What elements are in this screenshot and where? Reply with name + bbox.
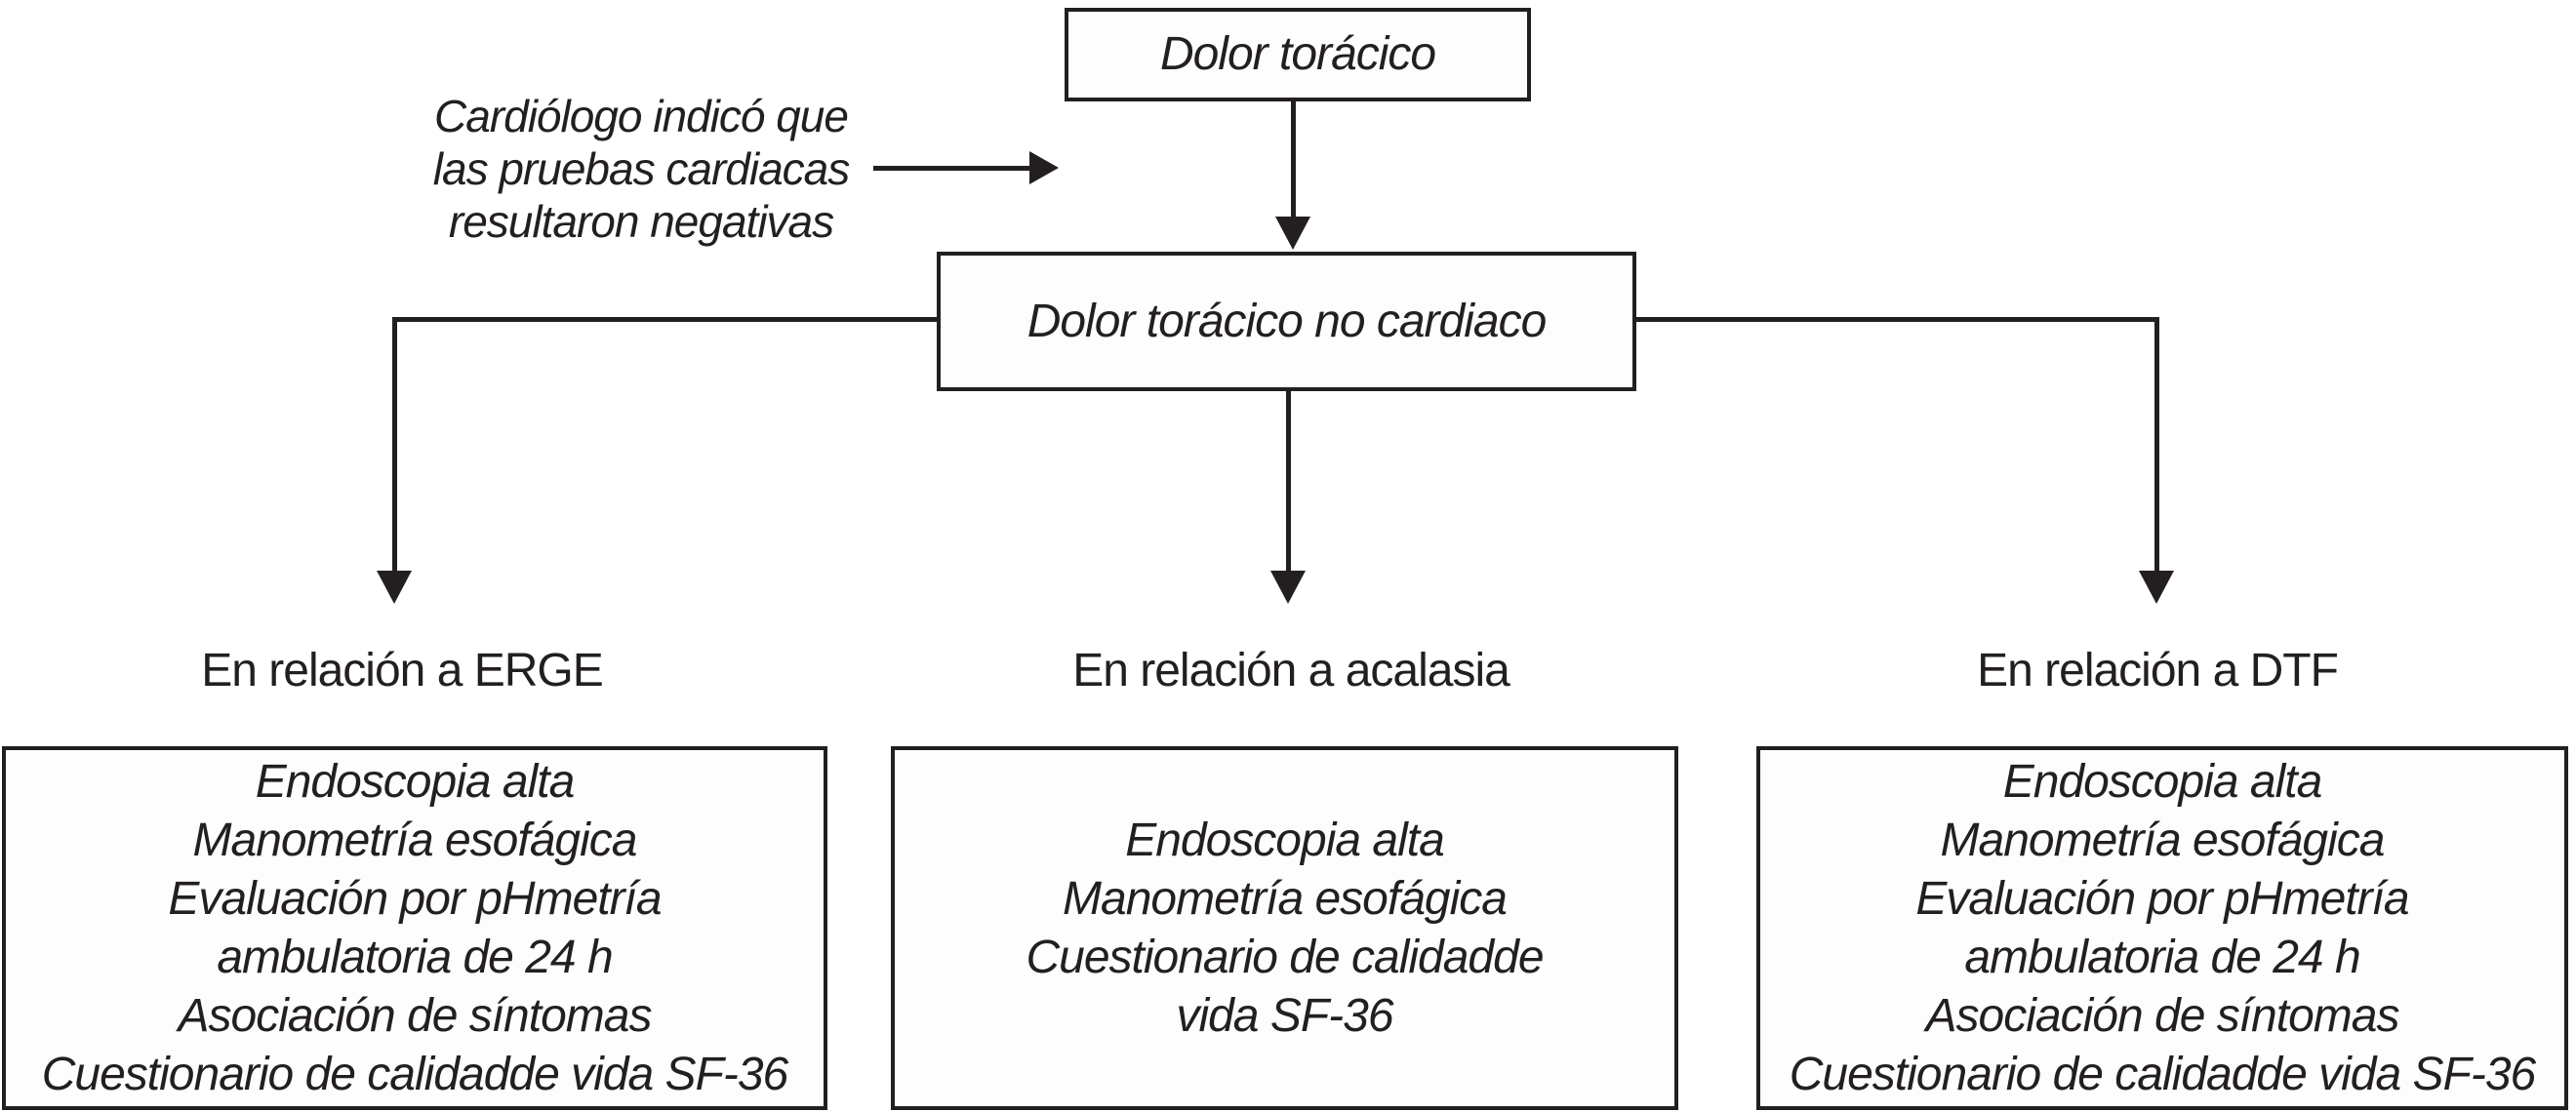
branch-right-vertical — [2154, 317, 2159, 573]
box-acalasia-tests: Endoscopia alta Manometría esofágica Cue… — [891, 746, 1678, 1110]
branch-label-acalasia: En relación a acalasia — [1072, 645, 1510, 696]
connector-top-arrowhead-icon — [1275, 217, 1310, 250]
annotation-arrow-shaft — [873, 166, 1031, 171]
box-line: Evaluación por pHmetría — [1915, 872, 2409, 925]
box-line: vida SF-36 — [1176, 989, 1393, 1042]
box-line: Asociación de síntomas — [178, 989, 653, 1042]
annotation-arrowhead-icon — [1029, 151, 1059, 184]
box-line: Cuestionario de calidadde vida SF-36 — [41, 1048, 788, 1100]
box-line: ambulatoria de 24 h — [217, 931, 613, 983]
box-line: Manometría esofágica — [1063, 872, 1508, 925]
branch-left-arm — [392, 317, 937, 322]
node-dolor-toracico-no-cardiaco: Dolor torácico no cardiaco — [937, 252, 1636, 391]
box-line: ambulatoria de 24 h — [1964, 931, 2360, 983]
branch-left-vertical — [392, 317, 397, 573]
box-line: Evaluación por pHmetría — [168, 872, 662, 925]
box-dtf-tests: Endoscopia alta Manometría esofágica Eva… — [1756, 746, 2568, 1110]
box-line: Cuestionario de calidadde vida SF-36 — [1789, 1048, 2536, 1100]
branch-center-vertical — [1286, 391, 1291, 573]
box-line: Endoscopia alta — [1125, 814, 1445, 866]
branch-left-arrowhead-icon — [377, 571, 412, 604]
branch-label-dtf: En relación a DTF — [1977, 645, 2339, 696]
branch-label-erge: En relación a ERGE — [201, 645, 604, 696]
box-line: Cuestionario de calidadde — [1026, 931, 1544, 983]
box-line: Endoscopia alta — [255, 755, 576, 808]
branch-right-arm — [1636, 317, 2159, 322]
cardiologist-annotation: Cardiólogo indicó que las pruebas cardia… — [368, 90, 914, 248]
node-dolor-toracico-label: Dolor torácico — [1159, 28, 1436, 80]
node-dolor-toracico-no-cardiaco-label: Dolor torácico no cardiaco — [1026, 295, 1548, 347]
box-line: Endoscopia alta — [2002, 755, 2323, 808]
box-erge-tests: Endoscopia alta Manometría esofágica Eva… — [2, 746, 827, 1110]
annotation-line: las pruebas cardiacas — [432, 143, 850, 194]
box-line: Asociación de síntomas — [1925, 989, 2400, 1042]
annotation-line: resultaron negativas — [448, 196, 834, 247]
box-line: Manometría esofágica — [1940, 814, 2386, 866]
annotation-line: Cardiólogo indicó que — [434, 91, 849, 141]
branch-center-arrowhead-icon — [1270, 571, 1306, 604]
connector-top-to-middle — [1291, 101, 1296, 219]
node-dolor-toracico: Dolor torácico — [1065, 8, 1531, 101]
box-line: Manometría esofágica — [192, 814, 638, 866]
branch-right-arrowhead-icon — [2139, 571, 2174, 604]
